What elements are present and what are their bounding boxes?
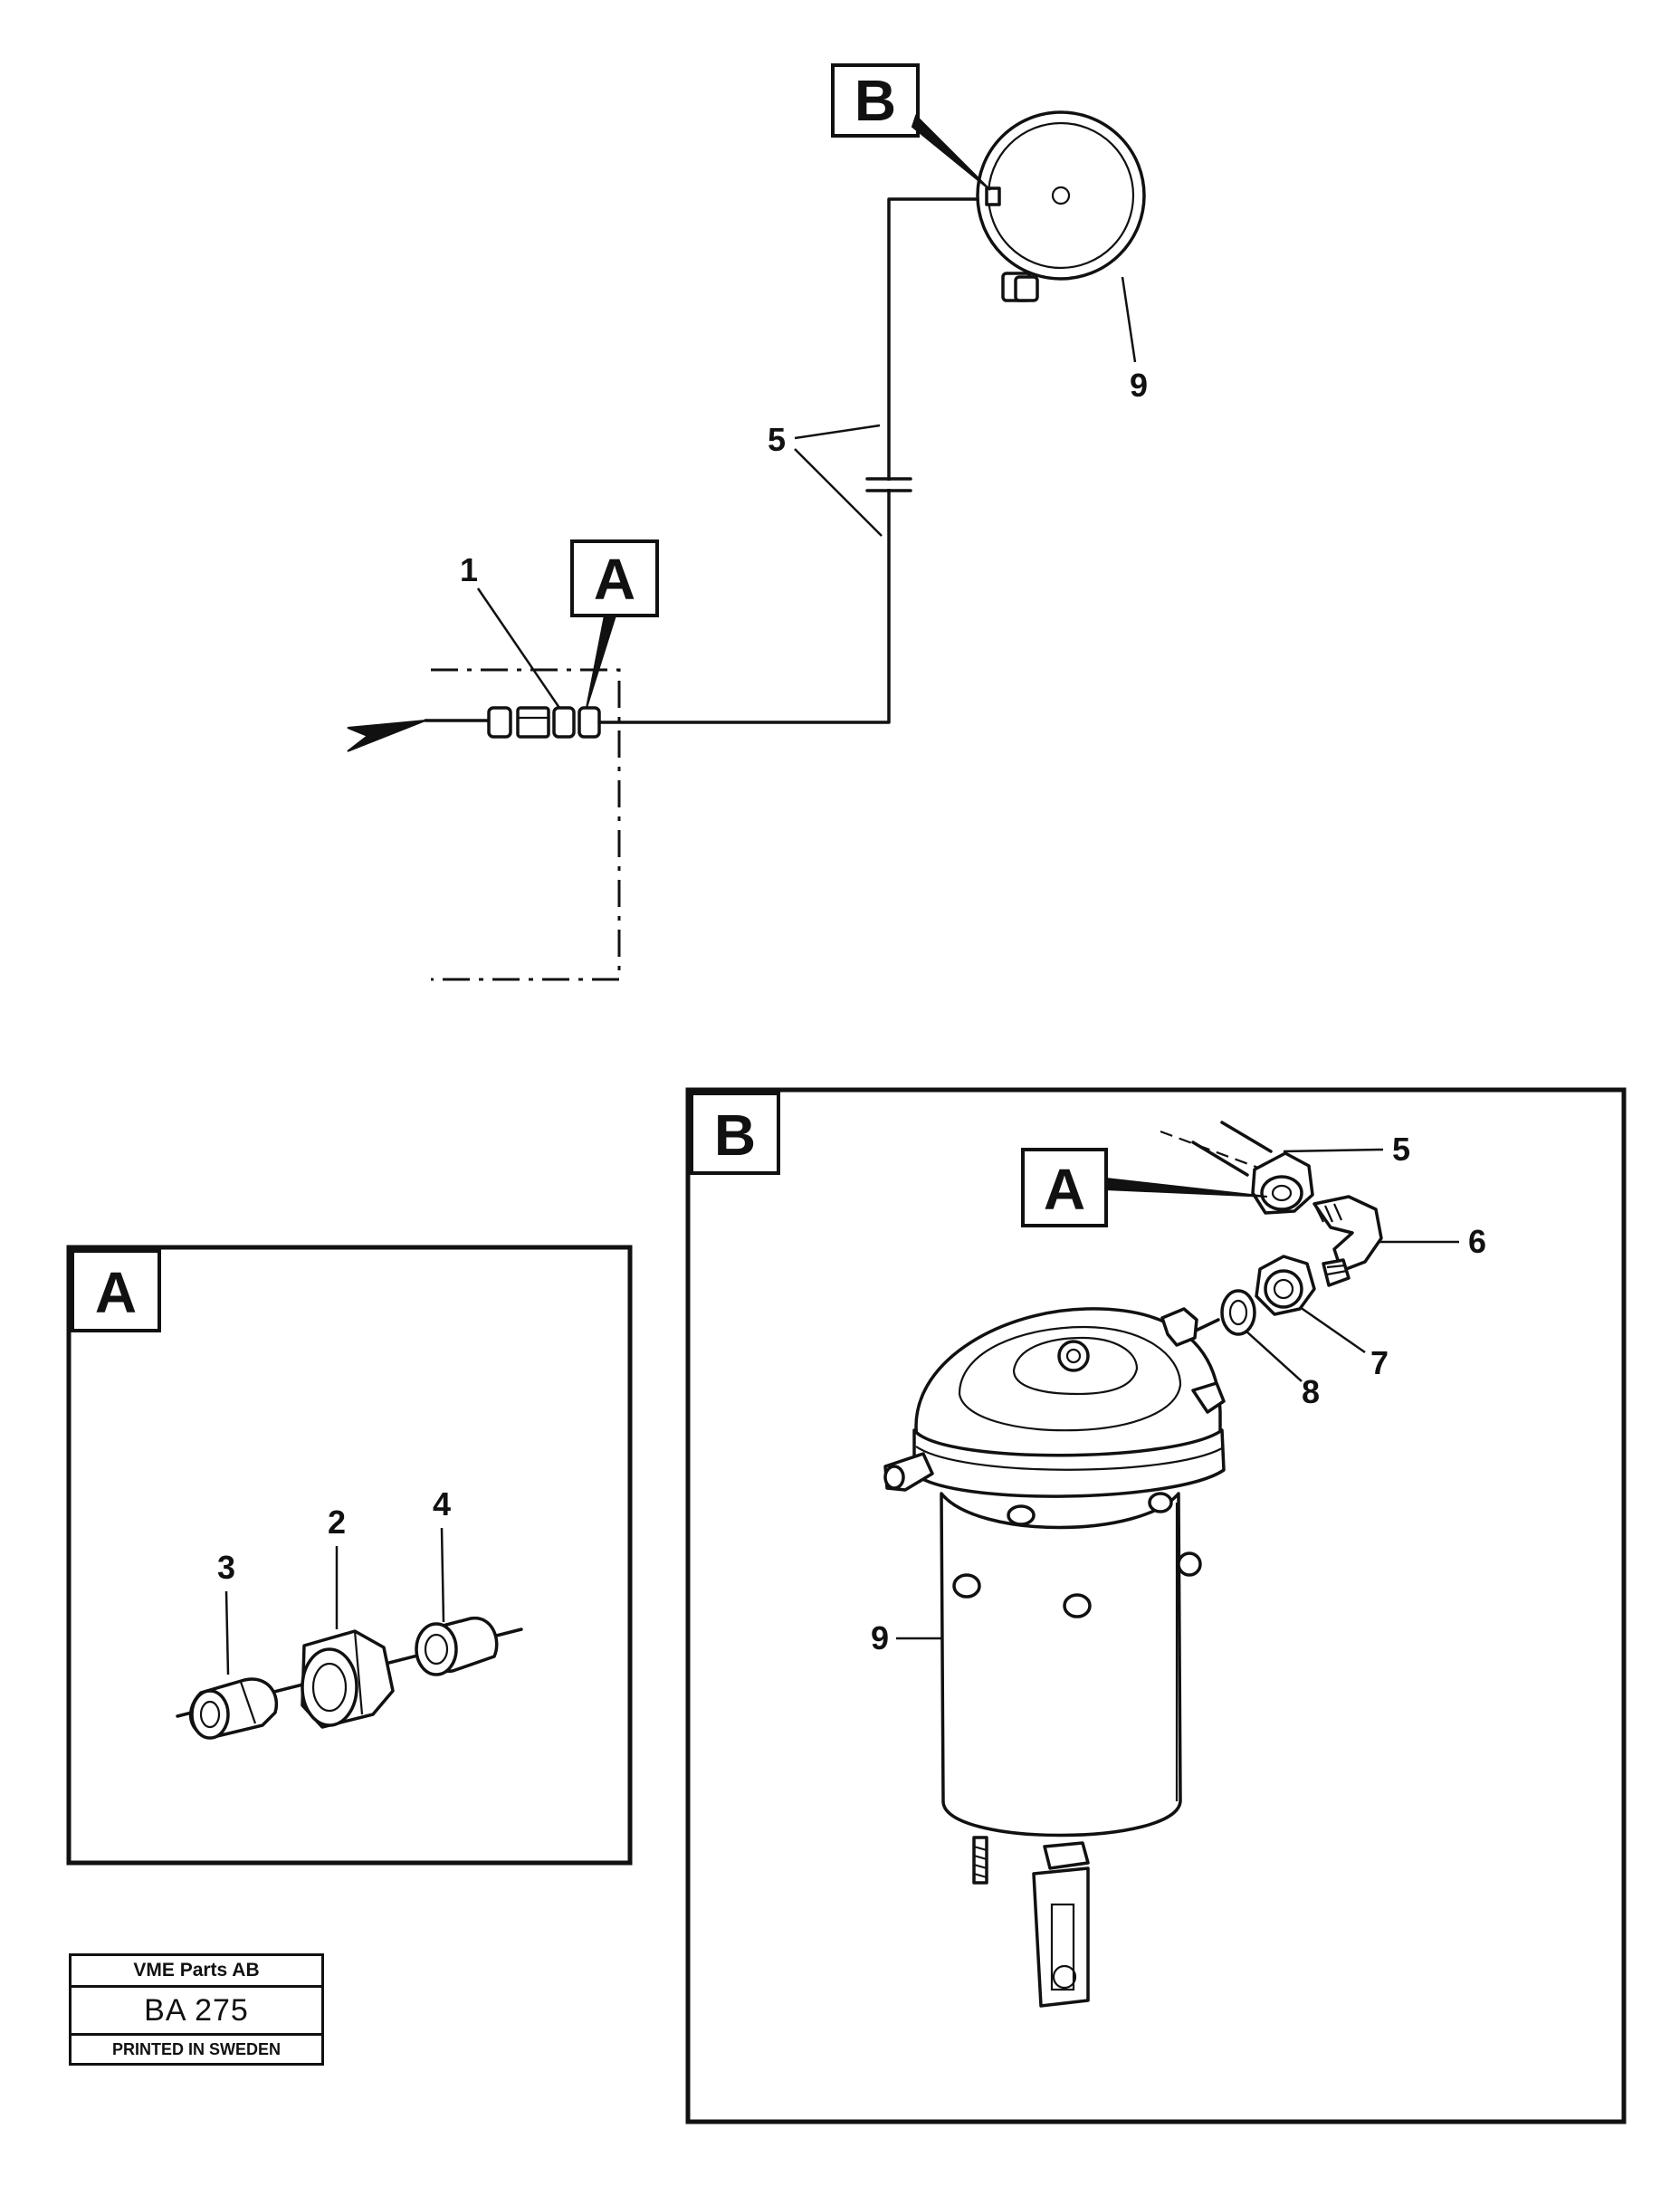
- callout-9-top: 9: [1130, 367, 1148, 404]
- part-8-washer: [1220, 1289, 1256, 1336]
- label-box-a-top-text: A: [594, 547, 635, 612]
- detail-a-panel: A 2 3 4: [66, 1245, 633, 1866]
- label-box-b-detail-text: B: [714, 1103, 756, 1168]
- callout-8: 8: [1302, 1373, 1320, 1410]
- stamp-printed: PRINTED IN SWEDEN: [111, 2040, 281, 2058]
- label-box-a-in-b-text: A: [1044, 1157, 1085, 1222]
- part-3-sleeve: [189, 1677, 279, 1740]
- part-9-brake-cylinder: [883, 1307, 1226, 2008]
- stamp-code: BA 275: [72, 1988, 321, 2036]
- label-box-b-detail: [690, 1092, 780, 1175]
- label-box-b-top: [831, 63, 920, 138]
- callout-5-detail: 5: [1392, 1131, 1410, 1168]
- leader-a-in-b: [1105, 1177, 1268, 1198]
- flow-arrow-icon: [347, 720, 426, 752]
- brake-cylinder-top-view: [976, 110, 1146, 302]
- schematic: B A 1 5 9: [347, 63, 1148, 981]
- callout-6: 6: [1468, 1223, 1486, 1260]
- title-stamp: VME Parts AB BA 275 PRINTED IN SWEDEN: [69, 1953, 324, 2066]
- pipe-line: [597, 197, 988, 724]
- callout-7: 7: [1370, 1344, 1389, 1381]
- callout-1: 1: [460, 551, 478, 588]
- label-box-a-detail: [71, 1249, 161, 1332]
- detail-b-panel: B: [685, 1087, 1627, 2124]
- part-4-nipple: [415, 1617, 499, 1676]
- part-7-nut: [1255, 1255, 1316, 1316]
- leader-b-top: [911, 114, 991, 191]
- callout-9-detail: 9: [871, 1619, 889, 1656]
- coupling-assembly: [487, 706, 601, 739]
- part-5-union-nut: [1251, 1151, 1314, 1215]
- label-box-b-top-text: B: [854, 68, 896, 133]
- callout-4: 4: [433, 1485, 451, 1523]
- part-6-elbow: [1312, 1195, 1383, 1287]
- leader-a-top: [586, 615, 617, 709]
- callout-2: 2: [328, 1503, 346, 1541]
- callout-5-top: 5: [768, 421, 786, 458]
- label-box-a-detail-text: A: [95, 1260, 137, 1325]
- part-2-nut: [301, 1629, 395, 1729]
- callout-3: 3: [217, 1549, 235, 1586]
- stamp-company: VME Parts AB: [72, 1956, 321, 1988]
